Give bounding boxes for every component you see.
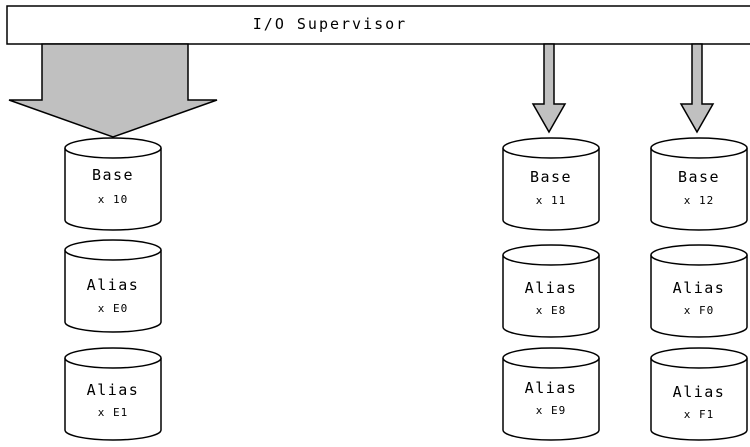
volume-title: Alias (673, 279, 726, 297)
volume-title: Alias (525, 279, 578, 297)
volume-address: x 11 (536, 194, 567, 207)
volume-alias-xe1: Alias x E1 (64, 347, 162, 441)
volume-title: Alias (87, 276, 140, 294)
cylinder-body (502, 148, 600, 231)
cylinder-top (502, 244, 600, 266)
volume-title: Base (530, 168, 572, 186)
cylinder-top (502, 347, 600, 369)
volume-title: Alias (673, 383, 726, 401)
cylinder-top (64, 137, 162, 159)
volume-address: x F1 (684, 408, 715, 421)
cylinder-top (64, 239, 162, 261)
volume-alias-xe0: Alias x E0 (64, 239, 162, 333)
volume-address: x E0 (98, 302, 129, 315)
cylinder-top (650, 244, 748, 266)
cylinder-body (64, 358, 162, 441)
cylinder-top (502, 137, 600, 159)
volume-address: x F0 (684, 304, 715, 317)
volume-address: x E9 (536, 404, 567, 417)
narrow-data-arrow-2 (679, 43, 715, 134)
volume-title: Base (678, 168, 720, 186)
narrow-data-arrow-1 (531, 43, 567, 134)
volume-base-x10: Base x 10 (64, 137, 162, 231)
cylinder-top (64, 347, 162, 369)
volume-alias-xf0: Alias x F0 (650, 244, 748, 338)
cylinder-body (502, 358, 600, 441)
volume-address: x E8 (536, 304, 567, 317)
volume-base-x12: Base x 12 (650, 137, 748, 231)
io-supervisor-label: I/O Supervisor (253, 15, 407, 33)
cylinder-body (650, 255, 748, 338)
volume-alias-xf1: Alias x F1 (650, 347, 748, 441)
volume-address: x E1 (98, 406, 129, 419)
cylinder-body (64, 148, 162, 231)
volume-alias-xe8: Alias x E8 (502, 244, 600, 338)
volume-title: Alias (525, 379, 578, 397)
cylinder-body (650, 148, 748, 231)
io-supervisor-box (6, 5, 750, 45)
wide-data-arrow (8, 43, 218, 138)
volume-address: x 10 (98, 193, 129, 206)
cylinder-body (650, 358, 748, 441)
volume-title: Alias (87, 381, 140, 399)
cylinder-top (650, 137, 748, 159)
volume-title: Base (92, 166, 134, 184)
volume-alias-xe9: Alias x E9 (502, 347, 600, 441)
volume-base-x11: Base x 11 (502, 137, 600, 231)
io-supervisor-bar: I/O Supervisor (6, 5, 750, 45)
cylinder-body (502, 255, 600, 338)
cylinder-top (650, 347, 748, 369)
cylinder-body (64, 250, 162, 333)
volume-address: x 12 (684, 194, 715, 207)
